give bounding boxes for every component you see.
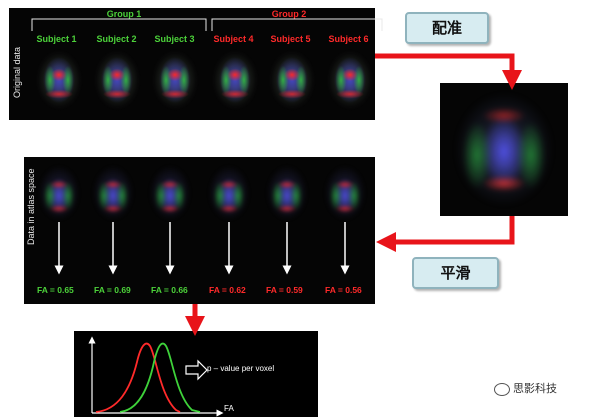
group1-distribution-curve — [119, 342, 201, 413]
registration-arrow — [375, 53, 522, 90]
registration-label: 配准 — [405, 12, 489, 44]
atlas-space-panel: Data in atlas space FA = 0.65 FA = 0.69 … — [24, 157, 375, 304]
subject-6-label: Subject 6 — [328, 34, 369, 44]
atlas-scan-5 — [264, 165, 310, 221]
atlas-scan-4 — [206, 165, 252, 221]
subject-3-scan — [150, 48, 200, 112]
fa-value-3: FA = 0.66 — [151, 285, 188, 295]
subject-5-scan — [267, 48, 317, 112]
fa-value-2: FA = 0.69 — [94, 285, 131, 295]
atlas-template-panel — [440, 83, 568, 216]
subject-5-label: Subject 5 — [270, 34, 311, 44]
group2-bracket — [211, 18, 383, 31]
atlas-scan-1 — [36, 165, 82, 221]
fa-value-6: FA = 0.56 — [325, 285, 362, 295]
atlas-template-scan — [450, 93, 558, 206]
watermark: 思影科技 — [494, 380, 557, 396]
fa-value-1: FA = 0.65 — [37, 285, 74, 295]
fa-axis-label: FA — [224, 404, 234, 413]
subject-1-scan — [34, 48, 84, 112]
subject-2-label: Subject 2 — [96, 34, 137, 44]
result-arrow-icon — [185, 359, 208, 381]
subject-6-scan — [325, 48, 375, 112]
group2-label: Group 2 — [271, 9, 307, 19]
fa-value-4: FA = 0.62 — [209, 285, 246, 295]
group1-label: Group 1 — [106, 9, 142, 19]
wechat-icon — [494, 382, 510, 396]
atlas-scan-3 — [147, 165, 193, 221]
subject-2-scan — [92, 48, 142, 112]
atlas-scan-6 — [322, 165, 368, 221]
p-value-annotation: p – value per voxel — [207, 364, 275, 373]
subject-3-label: Subject 3 — [154, 34, 195, 44]
fa-value-5: FA = 0.59 — [266, 285, 303, 295]
smoothing-label: 平滑 — [412, 257, 499, 289]
smoothing-arrow — [376, 216, 515, 252]
group2-distribution-curve — [95, 342, 181, 413]
original-data-panel: Original data Group 1 Group 2 Subject 1 … — [9, 8, 375, 120]
group1-bracket — [31, 18, 207, 31]
atlas-scan-2 — [90, 165, 136, 221]
subject-4-label: Subject 4 — [213, 34, 254, 44]
subject-1-label: Subject 1 — [36, 34, 77, 44]
watermark-text: 思影科技 — [513, 383, 557, 395]
subject-4-scan — [210, 48, 260, 112]
